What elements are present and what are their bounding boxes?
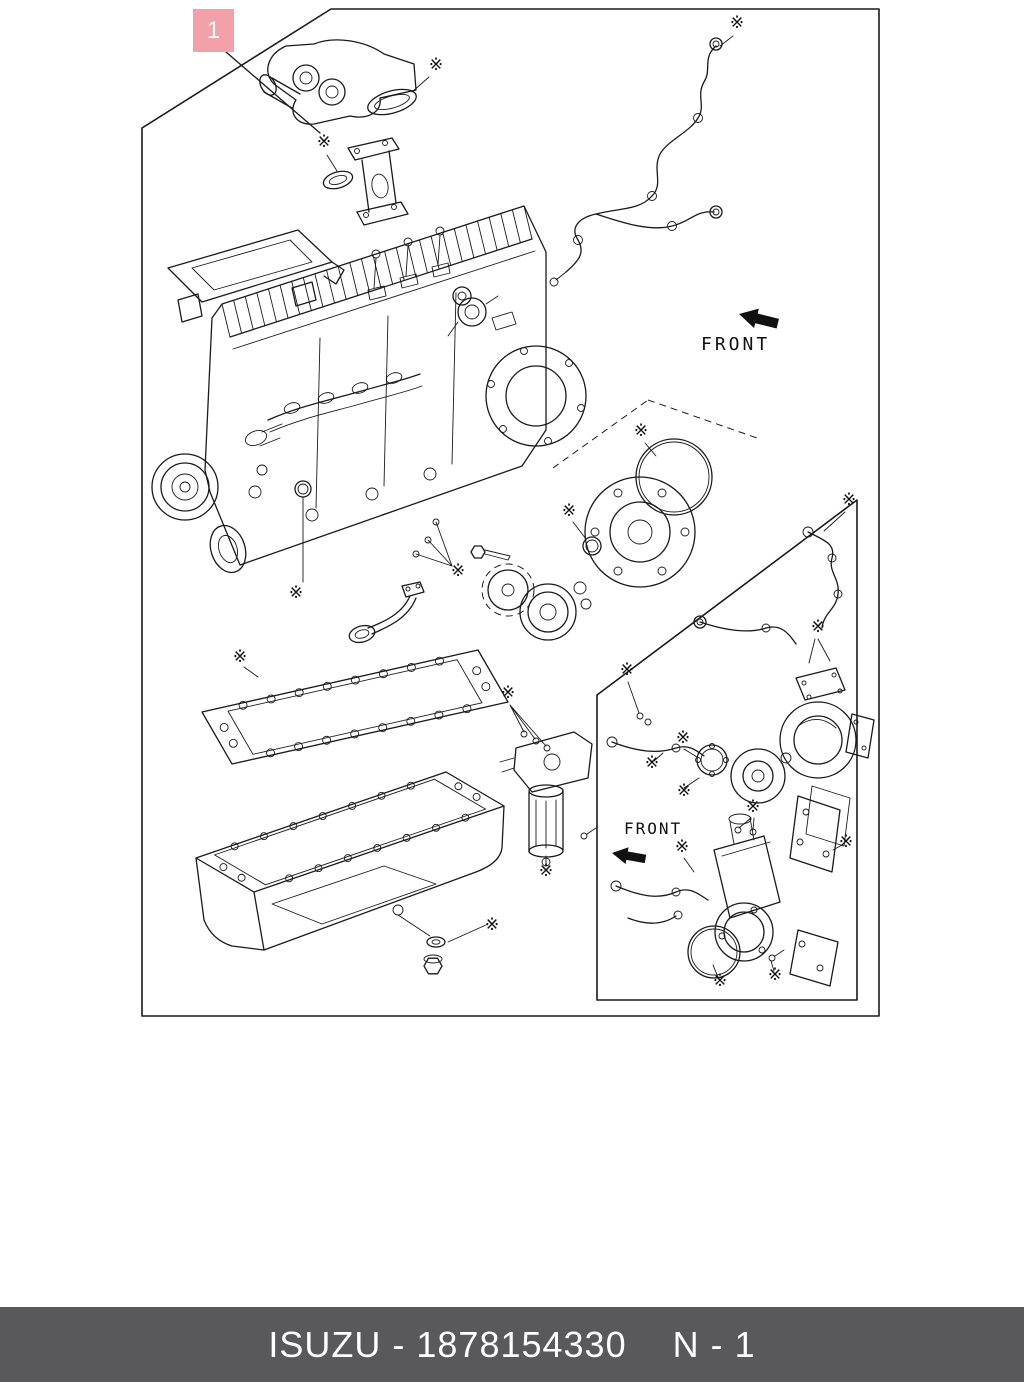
sub-diagram-frame	[596, 499, 858, 1001]
parts-diagram: FRONT	[141, 8, 880, 1017]
reference-mark: ※	[676, 728, 690, 748]
reference-mark: ※	[675, 837, 689, 857]
reference-mark: ※	[746, 797, 760, 817]
front-label-main: FRONT	[701, 334, 770, 355]
reference-mark: ※	[501, 683, 515, 703]
oil-filter-assembly	[499, 730, 597, 867]
reference-mark: ※	[539, 861, 553, 881]
footer-brand: ISUZU	[268, 1323, 382, 1365]
reference-mark: ※	[634, 421, 648, 441]
reference-mark: ※	[233, 647, 247, 667]
part-callout-1[interactable]: 1	[193, 9, 234, 52]
footer-part-code: ISUZU - 1878154330	[268, 1324, 626, 1366]
footer-page-ref: N - 1	[672, 1323, 756, 1365]
manifold-group	[259, 39, 417, 226]
reference-mark: ※	[645, 753, 659, 773]
oil-pan-flange	[195, 771, 505, 893]
reference-mark: ※	[620, 660, 634, 680]
reference-mark: ※	[713, 971, 727, 991]
oil-pan-gasket	[201, 649, 509, 765]
reference-mark: ※	[768, 965, 782, 985]
part-callout-label: 1	[206, 16, 221, 44]
front-label-sub: FRONT	[624, 819, 682, 838]
reference-mark: ※	[811, 617, 825, 637]
reference-mark: ※	[289, 583, 303, 603]
injection-pump-main	[412, 518, 592, 641]
front-indicator-main: FRONT	[701, 308, 780, 355]
reference-mark: ※	[429, 55, 443, 75]
oil-pan	[195, 805, 505, 975]
turbo-sub-diagram: FRONT	[596, 499, 875, 1001]
reference-marks: ※ ※ ※ ※ ※ ※ ※ ※ ※ ※ ※ ※ ※ ※ ※ ※ ※ ※ ※ ※ ※ ※	[233, 13, 856, 991]
reference-leader-lines	[243, 35, 846, 978]
engine-block	[151, 205, 587, 583]
rear-plate-group	[552, 399, 758, 588]
front-arrow-icon	[739, 308, 780, 329]
diagram-frame	[141, 8, 880, 1017]
footer-separator: -	[381, 1323, 417, 1365]
reference-mark: ※	[839, 832, 853, 852]
footer-bar: ISUZU - 1878154330 N - 1	[0, 1307, 1024, 1382]
reference-mark: ※	[317, 132, 331, 152]
front-arrow-sub-icon	[612, 847, 647, 865]
footer-part-number: 1878154330	[416, 1323, 627, 1365]
reference-mark: ※	[485, 915, 499, 935]
reference-mark: ※	[451, 561, 465, 581]
reference-mark: ※	[677, 781, 691, 801]
oil-suction-pipe	[348, 581, 425, 644]
fuel-pipe-group	[549, 37, 723, 287]
cylinder-head-fins	[221, 205, 533, 338]
callout-leader-line	[225, 51, 321, 134]
reference-mark: ※	[562, 501, 576, 521]
reference-mark: ※	[842, 490, 856, 510]
reference-mark: ※	[730, 13, 744, 33]
